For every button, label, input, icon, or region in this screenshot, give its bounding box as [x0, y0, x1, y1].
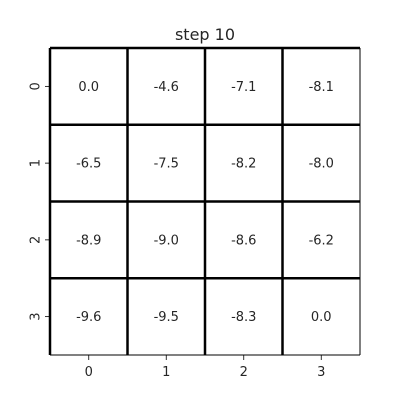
- cell-r3-c1: [127, 278, 205, 355]
- y-tick-label-0: 0: [29, 82, 44, 90]
- cell-r1-c1: [127, 124, 205, 202]
- cell-r3-c2: [205, 278, 283, 355]
- cell-value-r1-c0: -6.5: [76, 157, 101, 172]
- x-tick-label-1: 1: [162, 365, 170, 380]
- cell-r3-c3: [282, 278, 360, 355]
- x-tick-label-0: 0: [85, 365, 93, 380]
- cell-value-r3-c3: 0.0: [311, 310, 332, 325]
- cell-r0-c2: [205, 48, 283, 125]
- grid-lines: [48, 46, 361, 356]
- cell-r3-c0: [50, 278, 128, 355]
- cell-r2-c3: [282, 201, 360, 279]
- cells-layer: [50, 48, 360, 355]
- cell-r2-c1: [127, 201, 205, 279]
- cell-r1-c2: [205, 124, 283, 202]
- cell-value-r0-c1: -4.6: [154, 80, 179, 95]
- cell-r0-c0: [50, 48, 128, 125]
- cell-values: 0.0 -4.6 -7.1 -8.1 -6.5 -7.5 -8.2 -8.0 -8.9 -9.0 -…: [76, 80, 334, 325]
- x-tick-label-2: 2: [240, 365, 248, 380]
- cell-value-r2-c3: -6.2: [309, 233, 334, 248]
- cell-value-r2-c0: -8.9: [76, 233, 101, 248]
- cell-value-r0-c0: 0.0: [78, 80, 99, 95]
- x-tick-label-3: 3: [317, 365, 325, 380]
- x-axis-ticks: 0 1 2 3: [85, 355, 325, 380]
- chart-title: step 10: [175, 25, 235, 44]
- cell-r0-c1: [127, 48, 205, 125]
- cell-value-r1-c2: -8.2: [231, 157, 256, 172]
- cell-r0-c3: [282, 48, 360, 125]
- y-tick-label-1: 1: [29, 159, 44, 167]
- cell-value-r3-c2: -8.3: [231, 310, 256, 325]
- cell-r2-c0: [50, 201, 128, 279]
- cell-value-r3-c1: -9.5: [154, 310, 179, 325]
- y-axis-ticks: 0 1 2 3: [29, 82, 50, 321]
- y-tick-label-3: 3: [29, 312, 44, 320]
- cell-value-r1-c3: -8.0: [309, 157, 334, 172]
- cell-value-r1-c1: -7.5: [154, 157, 179, 172]
- y-tick-label-2: 2: [29, 236, 44, 244]
- cell-r2-c2: [205, 201, 283, 279]
- cell-value-r2-c1: -9.0: [154, 233, 179, 248]
- cell-value-r3-c0: -9.6: [76, 310, 101, 325]
- cell-value-r0-c2: -7.1: [231, 80, 256, 95]
- cell-r1-c0: [50, 124, 128, 202]
- cell-r1-c3: [282, 124, 360, 202]
- cell-value-r0-c3: -8.1: [309, 80, 334, 95]
- cell-value-r2-c2: -8.6: [231, 233, 256, 248]
